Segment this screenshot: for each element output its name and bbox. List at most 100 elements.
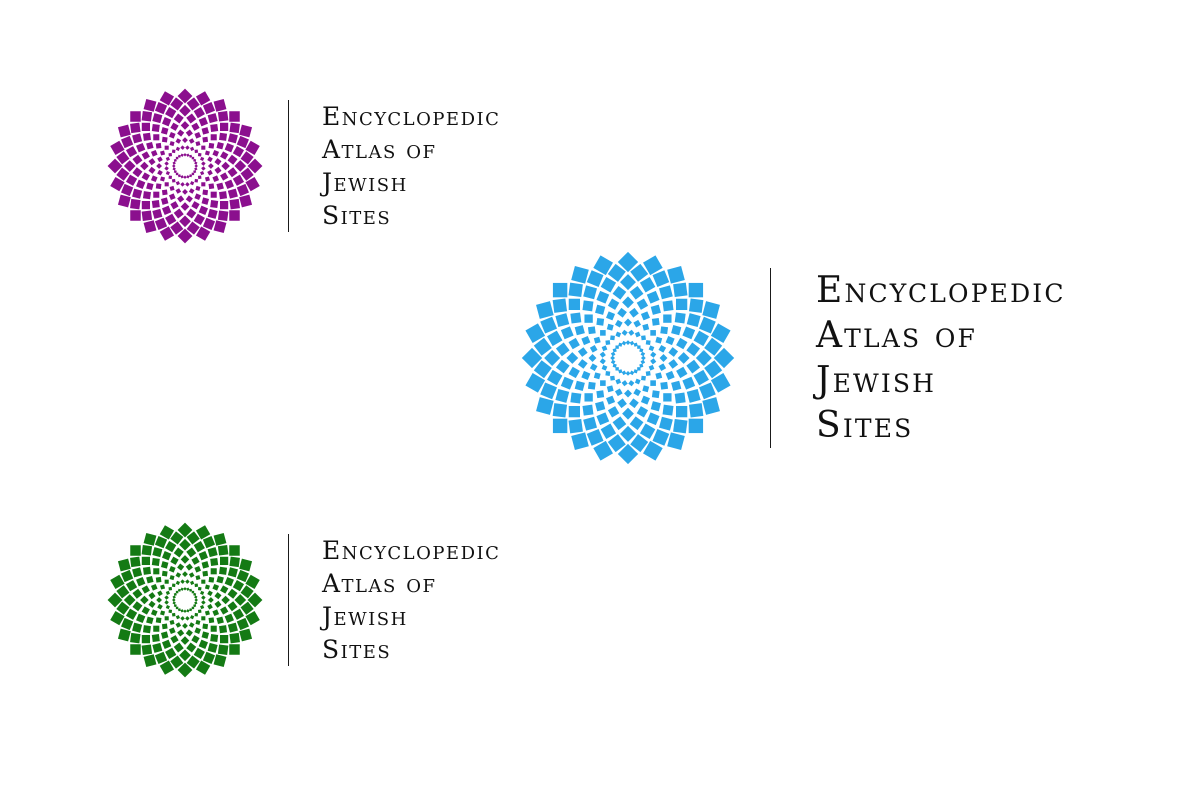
- rosette-square: [201, 127, 210, 135]
- rosette-square: [236, 569, 249, 583]
- rosette-square: [601, 364, 608, 371]
- rosette-square: [172, 598, 176, 602]
- rosette-square: [170, 655, 184, 669]
- rosette-square: [693, 330, 709, 347]
- rosette-square: [232, 580, 245, 592]
- rosette-square: [202, 102, 216, 115]
- rosette-square: [525, 373, 546, 393]
- rosette-square: [198, 639, 209, 649]
- rosette-square: [152, 113, 163, 124]
- rosette-square: [660, 381, 669, 390]
- rosette-square: [217, 644, 229, 655]
- rosette-square: [668, 347, 679, 357]
- rosette-square: [180, 121, 190, 130]
- rosette-square: [161, 117, 172, 127]
- rosette-square: [148, 158, 156, 166]
- rosette-square: [183, 175, 187, 179]
- rosette-square: [172, 161, 176, 165]
- rosette-square: [650, 380, 656, 386]
- rosette-square: [175, 622, 182, 628]
- rosette-square: [629, 370, 635, 376]
- rosette-square: [212, 149, 220, 157]
- rosette-square: [155, 617, 162, 624]
- rosette-square: [153, 191, 160, 198]
- rosette-square: [660, 326, 669, 335]
- rosette-square: [201, 166, 206, 171]
- rosette-square: [132, 622, 143, 633]
- rosette-square: [214, 158, 222, 166]
- rosette-square: [195, 660, 211, 675]
- rosette-square: [194, 178, 199, 183]
- rosette-square: [150, 149, 158, 157]
- rosette-square: [188, 572, 195, 578]
- rosette-square: [662, 404, 674, 416]
- rosette-square: [165, 156, 170, 161]
- rosette-square: [555, 342, 570, 357]
- rosette-square: [610, 335, 615, 341]
- rosette-square: [641, 375, 646, 381]
- rosette-square: [186, 175, 190, 179]
- rosette-square: [686, 389, 701, 403]
- rosette-square: [568, 366, 580, 379]
- rosette-square: [650, 304, 661, 315]
- rosette-square: [186, 153, 190, 157]
- rosette-square: [179, 649, 191, 662]
- rosette-square: [132, 601, 143, 612]
- rosette-square: [584, 314, 593, 323]
- rosette-square: [161, 205, 172, 215]
- rosette-square: [629, 307, 639, 318]
- rosette-square: [220, 606, 229, 615]
- rosette-square: [194, 627, 202, 635]
- rosette-square: [201, 561, 210, 569]
- rosette-square: [555, 359, 570, 374]
- rosette-square: [168, 152, 173, 157]
- rosette-square: [659, 354, 668, 362]
- rosette-square: [165, 540, 177, 553]
- rosette-square: [622, 407, 634, 420]
- wordmark: Encyclopedic Atlas of Jewish Sites: [816, 268, 1066, 448]
- rosette-square: [152, 208, 163, 219]
- rosette-square: [141, 644, 153, 655]
- rosette-square: [177, 608, 181, 612]
- rosette-square: [177, 629, 185, 637]
- rosette-square: [568, 298, 581, 311]
- rosette-square: [170, 556, 179, 565]
- rosette-square: [686, 359, 701, 374]
- rosette-square: [151, 123, 160, 132]
- rosette-square: [607, 406, 620, 418]
- rosette-square: [610, 375, 615, 381]
- rosette-square: [645, 371, 651, 376]
- rosette-square: [194, 149, 199, 154]
- rosette-square: [620, 274, 636, 291]
- rosette-square: [229, 644, 240, 655]
- rosette-square: [193, 170, 197, 174]
- rosette-square: [247, 592, 263, 608]
- rosette-square: [177, 154, 181, 158]
- rosette-square: [140, 161, 149, 171]
- rosette-square: [148, 592, 156, 600]
- rosette-square: [170, 221, 184, 235]
- rosette-square: [555, 389, 570, 403]
- rosette-square: [219, 191, 228, 200]
- rosette-square: [141, 585, 150, 594]
- rosette-square: [224, 576, 234, 587]
- rosette-square: [210, 123, 219, 132]
- rosette-square: [674, 312, 686, 324]
- rosette-square: [636, 298, 649, 310]
- rosette-square: [606, 323, 614, 331]
- rosette-square: [217, 111, 229, 122]
- rosette-square: [195, 91, 211, 106]
- rosette-square: [190, 146, 195, 151]
- rosette-square: [202, 536, 216, 549]
- rosette-square: [552, 418, 568, 434]
- rosette-square: [221, 595, 230, 605]
- rosette-square: [155, 576, 162, 583]
- rosette-square: [236, 135, 249, 149]
- rosette-square: [688, 298, 704, 313]
- rosette-square: [185, 182, 190, 187]
- rosette-square: [132, 167, 143, 178]
- rosette-square: [612, 416, 627, 431]
- rosette-square: [202, 189, 209, 196]
- rosette-square: [121, 183, 134, 197]
- rosette-square: [125, 608, 138, 620]
